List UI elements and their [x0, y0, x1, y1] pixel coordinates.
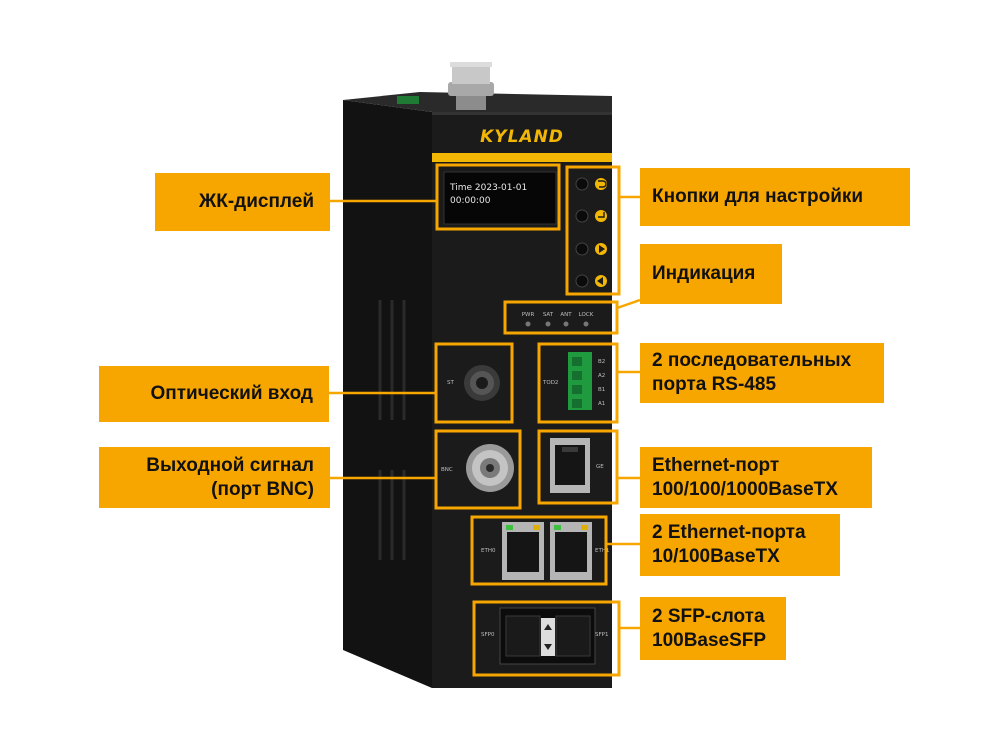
callout-sfp-slots-text: 2 SFP-слота 100BaseSFP [652, 605, 767, 651]
frame-lcd [435, 163, 561, 231]
callout-lcd-display-text: ЖК-дисплей [199, 191, 314, 212]
rs485-terminal-block: B2 A2 B1 A1 [568, 352, 605, 410]
sfp1-slot [555, 615, 591, 657]
callout-optical-input: Оптический вход [99, 366, 329, 422]
led-label-lock: LOCK [579, 312, 594, 318]
rs485-pin-b1: B1 [598, 387, 605, 393]
back-icon [595, 178, 607, 190]
rs485-pin-b2: B2 [598, 359, 605, 365]
callout-sfp-slots: 2 SFP-слота 100BaseSFP [640, 597, 786, 660]
lcd-line-2: 00:00:00 [450, 196, 491, 206]
ge-label: GE [596, 464, 604, 470]
eth0-port [502, 522, 544, 580]
frame-eth [470, 515, 608, 586]
button-3[interactable] [575, 242, 589, 256]
lcd-screen [443, 171, 557, 225]
callout-eth-ports: 2 Ethernet-порта 10/100BaseTX [640, 514, 840, 576]
callout-bnc-output: Выходной сигнал (порт BNC) [99, 447, 330, 508]
frame-sfp [472, 600, 621, 677]
frame-ge [537, 429, 619, 505]
eth1-port [550, 522, 592, 580]
rs485-label: TOD2 [542, 380, 558, 386]
button-4[interactable] [575, 274, 589, 288]
led-label-ant: ANT [560, 312, 572, 318]
callout-lcd-display: ЖК-дисплей [155, 173, 330, 231]
top-terminal [397, 96, 419, 104]
brand-logo: KYLAND [480, 127, 564, 147]
callout-indication-text: Индикация [652, 263, 756, 284]
frame-bnc [434, 429, 522, 510]
frame-leds [503, 300, 619, 335]
led-label-pwr: PWR [522, 312, 535, 318]
callout-settings-buttons-text: Кнопки для настройки [652, 186, 864, 207]
callout-eth-ports-text: 2 Ethernet-порта 10/100BaseTX [652, 522, 806, 567]
leader-lines [329, 195, 641, 630]
frame-st [434, 342, 514, 424]
lcd-line-1: Time 2023-01-01 [449, 183, 527, 193]
sfp0-label: SFP0 [481, 632, 495, 638]
eth0-label: ETH0 [481, 548, 496, 554]
rs485-pin-a1: A1 [598, 401, 605, 407]
frame-buttons [565, 165, 621, 296]
button-1[interactable] [575, 177, 589, 191]
callout-optical-input-text: Оптический вход [150, 383, 314, 404]
settings-buttons [575, 177, 607, 288]
sfp-slots [499, 607, 596, 665]
brand-strip [432, 153, 612, 162]
callout-rs485: 2 последовательных порта RS-485 [640, 343, 884, 403]
st-label: ST [447, 380, 454, 386]
callout-rs485-text: 2 последовательных порта RS-485 [652, 350, 852, 395]
led-ant [563, 321, 569, 327]
enter-icon [595, 210, 607, 222]
bnc-label: BNC [441, 467, 453, 473]
optical-st-port [464, 365, 500, 401]
led-label-sat: SAT [543, 312, 554, 318]
rs485-pin-a2: A2 [598, 373, 605, 379]
highlight-frames [434, 163, 621, 677]
callout-indication: Индикация [640, 244, 782, 304]
sfp1-label: SFP1 [595, 632, 608, 638]
ge-ethernet-port [550, 438, 590, 493]
callout-ge-port-text: Ethernet-порт 100/100/1000BaseTX [652, 454, 838, 500]
antenna-bnc-connector [448, 62, 494, 110]
callout-settings-buttons: Кнопки для настройки [640, 168, 910, 226]
frame-rs485 [537, 342, 619, 424]
led-lock [583, 321, 589, 327]
status-leds: PWR SAT ANT LOCK [522, 312, 594, 327]
led-sat [545, 321, 551, 327]
callout-bnc-output-text: Выходной сигнал (порт BNC) [146, 454, 314, 500]
sfp0-slot [505, 615, 541, 657]
bnc-output-port [466, 444, 514, 492]
side-vents [378, 300, 406, 560]
button-2[interactable] [575, 209, 589, 223]
callout-ge-port: Ethernet-порт 100/100/1000BaseTX [640, 447, 872, 508]
led-pwr [525, 321, 531, 327]
eth1-label: ETH1 [595, 548, 609, 554]
